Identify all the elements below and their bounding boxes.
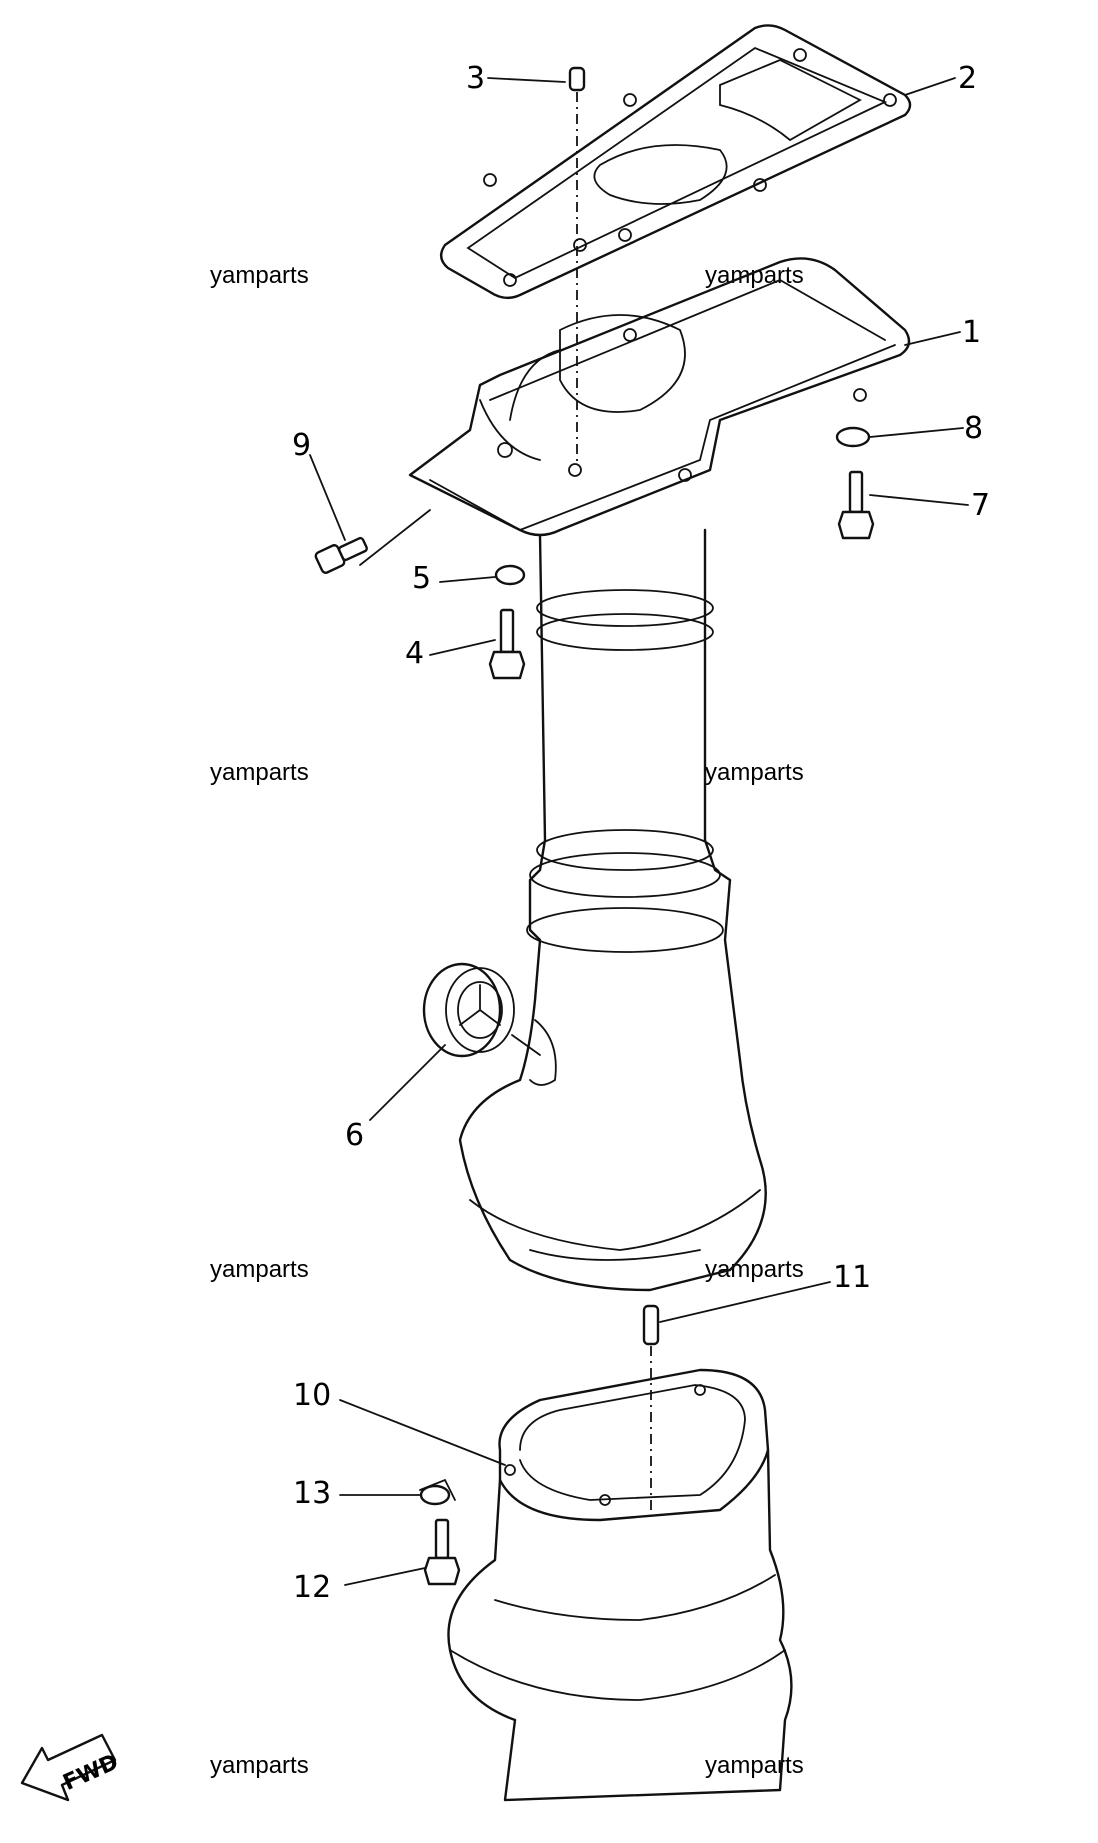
callout-number: 4 [405, 636, 424, 671]
callout-number: 6 [345, 1118, 364, 1153]
bolt-part [837, 470, 875, 540]
washer-part [835, 426, 871, 448]
leader-lines [309, 77, 969, 1586]
bolt-part [488, 608, 526, 680]
callout-number: 1 [962, 315, 981, 350]
drain-screw-part [314, 536, 368, 574]
watermark: yamparts [705, 1256, 804, 1283]
callout-number: 7 [971, 488, 990, 523]
watermark: yamparts [210, 1256, 309, 1283]
clip-part [419, 1478, 456, 1501]
callout-number: 8 [964, 411, 983, 446]
callout-number: 2 [958, 61, 977, 96]
callout-number: 12 [293, 1570, 331, 1605]
bolt-part [423, 1518, 461, 1586]
callout-number: 5 [412, 561, 431, 596]
dowel-pin-part [642, 1304, 660, 1510]
grommet-part [422, 962, 515, 1058]
washer-part [494, 564, 526, 586]
watermark: yamparts [705, 759, 804, 786]
forward-arrow-icon: FWD [20, 1733, 122, 1802]
callout-number: 11 [833, 1260, 871, 1295]
callout-number: 9 [292, 428, 311, 463]
watermark: yamparts [210, 759, 309, 786]
washer-part [419, 1484, 451, 1506]
lower-housing-part [447, 1368, 793, 1802]
gasket-part [440, 24, 912, 300]
watermark: yamparts [705, 1752, 804, 1779]
watermark: yamparts [210, 262, 309, 289]
callout-number: 13 [293, 1476, 331, 1511]
upper-casing-part [408, 257, 911, 537]
callout-number: 3 [466, 61, 485, 96]
extension-column-part [458, 528, 767, 1292]
watermark: yamparts [210, 1752, 309, 1779]
callout-number: 10 [293, 1378, 331, 1413]
dowel-pin-part [568, 66, 586, 465]
